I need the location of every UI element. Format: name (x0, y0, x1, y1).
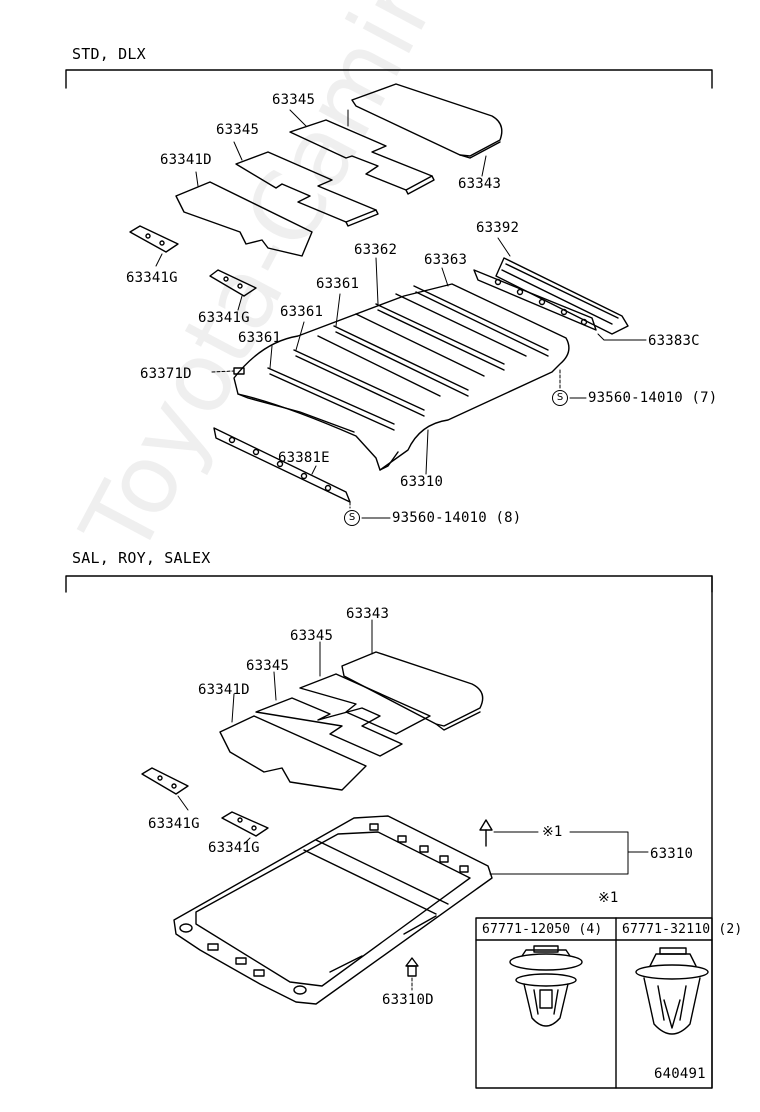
label-ref-mark: ※1 (542, 824, 563, 840)
pad-63341d (175, 181, 313, 257)
pad-63345-lower (235, 151, 379, 227)
label-63345-b: 63345 (216, 122, 260, 138)
label-63341g-b: 63341G (198, 310, 250, 326)
label-63363: 63363 (424, 252, 468, 268)
section-title-top: STD, DLX (72, 45, 146, 63)
label-63383c: 63383C (648, 333, 700, 349)
label-63341g-bottom-b: 63341G (208, 840, 260, 856)
section-title-bottom: SAL, ROY, SALEX (72, 549, 211, 567)
label-63310-bottom: 63310 (650, 846, 694, 862)
pad-63341d-bottom (219, 715, 367, 791)
label-63392: 63392 (476, 220, 520, 236)
pad-63345-upper (289, 119, 435, 195)
label-63341d-bottom: 63341D (198, 682, 250, 698)
label-63345-bottom-b: 63345 (246, 658, 290, 674)
label-63310d: 63310D (382, 992, 434, 1008)
label-63343: 63343 (458, 176, 502, 192)
label-63341g-a: 63341G (126, 270, 178, 286)
clip-67771-32110-drawing (635, 947, 709, 1035)
label-63371d: 63371D (140, 366, 192, 382)
clip-table-title: ※1 (598, 890, 619, 906)
pad-63345-bottom-b (255, 697, 403, 757)
label-93560-14010-7: 93560-14010 (7) (588, 390, 718, 406)
bracket-63341g-b (209, 269, 257, 297)
moulding-63383c (473, 269, 597, 331)
label-63381e: 63381E (278, 450, 330, 466)
label-93560-14010-8: 93560-14010 (8) (392, 510, 522, 526)
label-63362: 63362 (354, 242, 398, 258)
panel-63343 (351, 83, 503, 159)
leaders-bottom (177, 619, 649, 991)
roof-bows (267, 285, 549, 431)
clip-67771-12050-drawing (509, 945, 583, 1027)
panel-63343-bottom (341, 651, 484, 731)
headlining-63310-bottom (173, 815, 493, 1005)
symbol-s-icon: S (344, 510, 360, 526)
retainer-63392 (495, 257, 629, 335)
label-63341g-bottom-a: 63341G (148, 816, 200, 832)
label-63361-b: 63361 (280, 304, 324, 320)
clip-table-col1: 67771-12050 (4) (482, 922, 603, 937)
label-63361-a: 63361 (316, 276, 360, 292)
label-63310-top: 63310 (400, 474, 444, 490)
label-63341d: 63341D (160, 152, 212, 168)
clip-bottom-ref (479, 819, 493, 847)
symbol-s-icon: S (552, 390, 568, 406)
headlining-63310-top (233, 283, 570, 471)
top-section-bracket (65, 69, 713, 89)
bracket-63341g-bottom-a (141, 767, 189, 795)
clip-table-col2: 67771-32110 (2) (622, 922, 743, 937)
clip-63310d (405, 957, 419, 977)
clip-table (475, 917, 713, 1089)
label-63343-bottom: 63343 (346, 606, 390, 622)
label-63345-bottom-a: 63345 (290, 628, 334, 644)
pad-63345-bottom-a (299, 673, 431, 735)
bracket-63341g-a (129, 225, 179, 253)
label-63361-c: 63361 (238, 330, 282, 346)
figure-number: 640491 (654, 1066, 706, 1082)
label-63345-a: 63345 (272, 92, 316, 108)
bracket-63341g-bottom-b (221, 811, 269, 837)
leaders-top (155, 109, 647, 519)
